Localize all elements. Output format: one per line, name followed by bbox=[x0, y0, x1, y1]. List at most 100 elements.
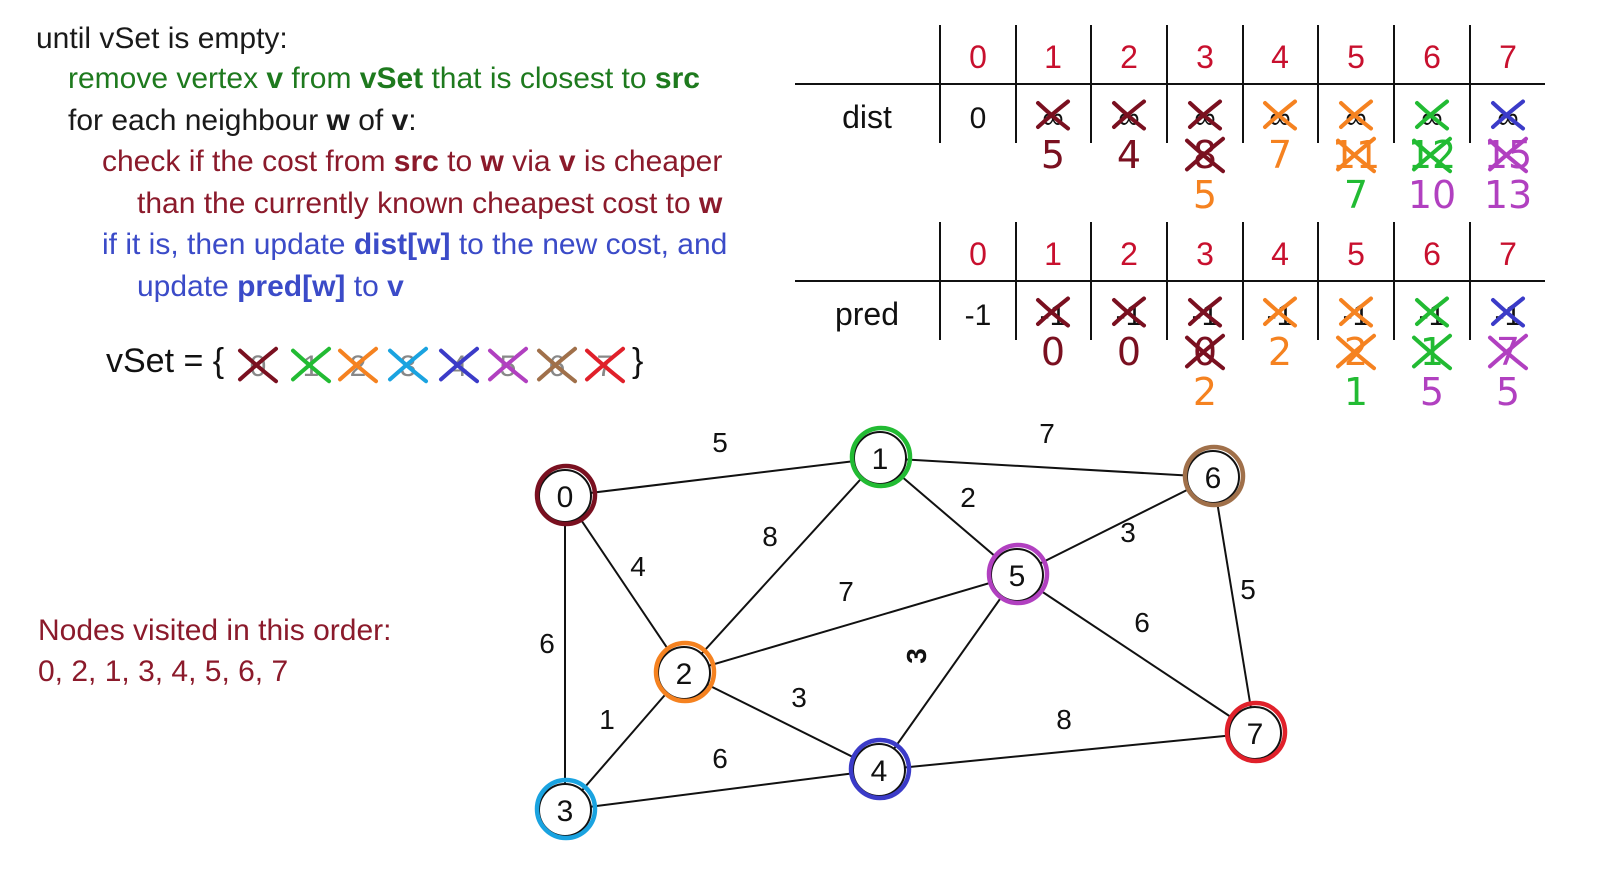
algo-keyword-w: w bbox=[326, 104, 350, 137]
graph-node: 0 bbox=[534, 463, 598, 527]
cross-stroke bbox=[1188, 99, 1222, 129]
cross-stroke bbox=[1488, 138, 1528, 174]
cross-stroke bbox=[1036, 296, 1070, 326]
cross-stroke bbox=[1336, 333, 1376, 369]
table-row-label: dist bbox=[842, 99, 892, 135]
graph-edge: 5 bbox=[564, 427, 881, 497]
cross-stroke bbox=[1112, 99, 1146, 129]
table-update-value: 1 bbox=[1344, 370, 1368, 414]
cell-cross-mark bbox=[1263, 296, 1297, 328]
edge-line bbox=[879, 457, 1214, 478]
algo-text: via bbox=[503, 145, 559, 178]
graph-edge: 8 bbox=[683, 457, 881, 674]
edge-weight-label: 6 bbox=[712, 743, 728, 774]
vset-item: 6 bbox=[537, 346, 577, 384]
cross-stroke bbox=[1491, 296, 1525, 326]
cross-stroke bbox=[1185, 335, 1225, 371]
vset-item: 7 bbox=[585, 346, 625, 384]
edge-line bbox=[878, 574, 1018, 771]
visited-order-list: 0, 2, 1, 3, 4, 5, 6, 7 bbox=[38, 655, 289, 688]
update-cross-mark bbox=[1488, 136, 1528, 174]
edge-weight-label: 6 bbox=[1134, 607, 1150, 638]
cell-cross-mark bbox=[1491, 296, 1525, 328]
cross-stroke bbox=[388, 348, 428, 384]
vset-cross-mark bbox=[238, 346, 278, 384]
node-label: 3 bbox=[557, 795, 574, 828]
algo-line-4: check if the cost from src to w via v is… bbox=[102, 141, 722, 183]
table-header-cell: 6 bbox=[1423, 39, 1441, 75]
cell-cross-mark bbox=[1188, 296, 1222, 328]
edge-weight-label: 8 bbox=[1056, 704, 1072, 735]
cross-stroke bbox=[1263, 99, 1297, 129]
algo-keyword-vset: vSet bbox=[359, 62, 424, 95]
edge-weight-label: 3 bbox=[791, 682, 807, 713]
table-update-value: 7 bbox=[1268, 133, 1292, 177]
table-update-value: 4 bbox=[1117, 133, 1141, 177]
graph-node: 3 bbox=[534, 777, 598, 841]
algo-text: than the currently known cheapest cost t… bbox=[137, 187, 699, 220]
algo-keyword-w: w bbox=[699, 187, 723, 220]
vset-item: 2 bbox=[338, 346, 378, 384]
edge-line bbox=[564, 457, 881, 497]
table-header-cell: 0 bbox=[969, 39, 987, 75]
table-update-value: 13 bbox=[1484, 173, 1532, 217]
vset-item: 0 bbox=[238, 346, 278, 384]
algo-text: to the new cost, and bbox=[450, 228, 728, 261]
graph-node: 6 bbox=[1182, 444, 1246, 508]
table-header-cell: 3 bbox=[1196, 236, 1214, 272]
edge-weight-label: 8 bbox=[762, 521, 778, 552]
cell-cross-mark bbox=[1263, 99, 1297, 131]
vset-label: vSet = { bbox=[106, 342, 225, 380]
cross-stroke bbox=[1185, 333, 1225, 369]
cross-stroke bbox=[1412, 335, 1452, 371]
vset-item: 3 bbox=[388, 346, 428, 384]
cross-stroke bbox=[338, 346, 378, 382]
cell-cross-mark bbox=[1415, 99, 1449, 131]
algo-line-2: remove vertex v from vSet that is closes… bbox=[68, 58, 700, 100]
algo-keyword-dist: dist[w] bbox=[353, 228, 451, 261]
vset-cross-mark bbox=[291, 346, 331, 384]
edge-line bbox=[1212, 476, 1256, 734]
cross-stroke bbox=[238, 346, 278, 382]
edge-weight-label: 5 bbox=[1240, 574, 1256, 605]
graph-edge: 7 bbox=[683, 574, 1018, 674]
table-update-value: 2 bbox=[1268, 330, 1292, 374]
table-update-value: 2 bbox=[1193, 370, 1217, 414]
graph-edge: 3 bbox=[878, 574, 1018, 771]
node-highlight-ring bbox=[534, 777, 598, 841]
algo-text: to bbox=[345, 270, 388, 303]
vset-cross-mark bbox=[388, 346, 428, 384]
cross-stroke bbox=[1336, 136, 1376, 172]
table-row-label: pred bbox=[835, 296, 899, 332]
cross-stroke bbox=[1185, 136, 1225, 172]
edge-line bbox=[683, 672, 880, 771]
cross-stroke bbox=[439, 348, 479, 384]
cell-cross-mark bbox=[1188, 99, 1222, 131]
graph-edge: 3 bbox=[683, 672, 880, 771]
node-highlight-ring bbox=[848, 737, 912, 801]
cross-stroke bbox=[1112, 296, 1146, 326]
algo-text: for each neighbour bbox=[68, 104, 327, 137]
algo-text: update bbox=[137, 270, 238, 303]
edge-weight-label: 7 bbox=[1039, 418, 1055, 449]
cross-stroke bbox=[1036, 99, 1070, 129]
cell-cross-mark bbox=[1036, 296, 1070, 328]
vset-cross-mark bbox=[585, 346, 625, 384]
cross-stroke bbox=[1185, 138, 1225, 174]
cross-stroke bbox=[488, 346, 528, 382]
vset-item: 1 bbox=[291, 346, 331, 384]
algo-keyword-src: src bbox=[654, 62, 700, 95]
cross-stroke bbox=[1336, 335, 1376, 371]
table-header-cell: 4 bbox=[1271, 236, 1289, 272]
algo-keyword-v: v bbox=[558, 145, 576, 178]
vset-cross-mark bbox=[439, 346, 479, 384]
edge-line bbox=[564, 495, 685, 674]
vset-cross-mark bbox=[537, 346, 577, 384]
cross-stroke bbox=[1412, 136, 1452, 172]
edge-weight-label: 3 bbox=[901, 648, 932, 664]
algo-text: remove vertex bbox=[68, 62, 267, 95]
algo-line-5: than the currently known cheapest cost t… bbox=[137, 183, 722, 225]
cell-cross-mark bbox=[1036, 99, 1070, 131]
